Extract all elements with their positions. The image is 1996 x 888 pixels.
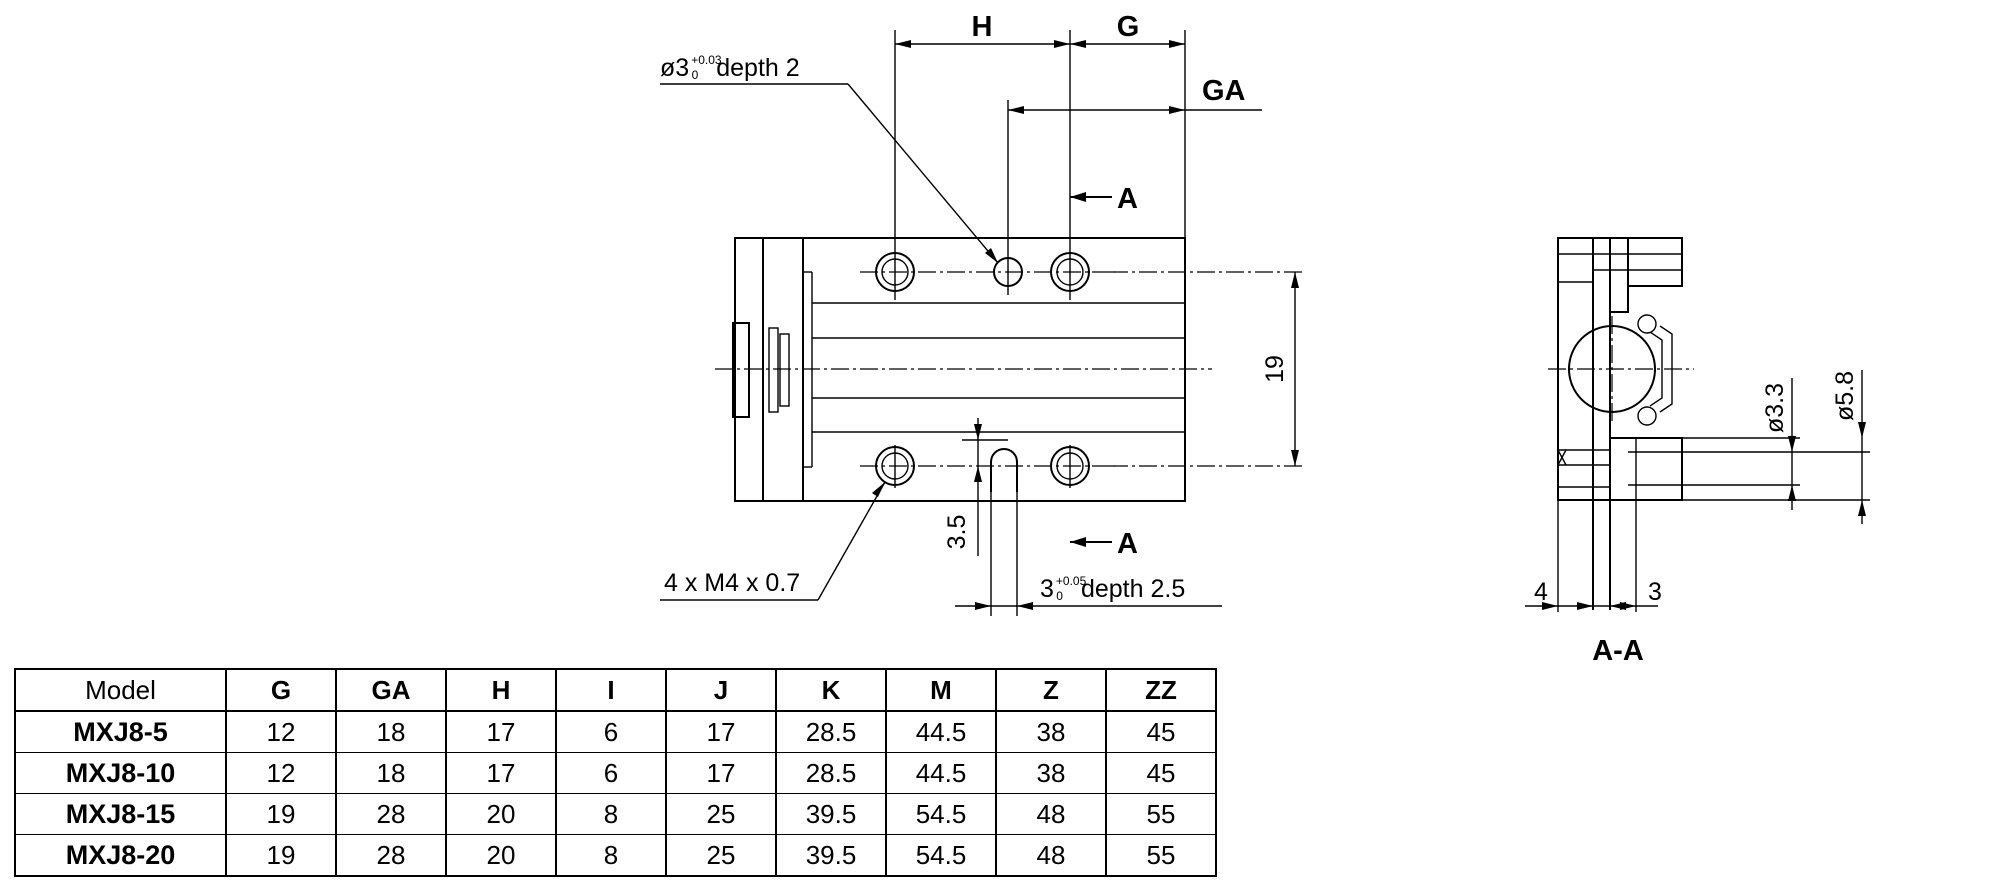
thread-callout: 4 x M4 x 0.7 (664, 569, 800, 597)
model-cell: MXJ8-20 (15, 834, 226, 876)
header-k: K (775, 669, 886, 712)
table-cell: 6 (555, 711, 666, 753)
table-cell: 18 (335, 752, 446, 794)
table-cell: 44.5 (885, 752, 996, 794)
table-cell: 18 (335, 711, 446, 753)
table-cell: 20 (445, 793, 556, 835)
header-j: J (665, 669, 776, 712)
table-row: MXJ8-10 12 18 17 6 17 28.5 44.5 38 45 (15, 752, 1216, 794)
dim-ga-label: GA (1202, 75, 1246, 107)
table-cell: 8 (555, 793, 666, 835)
table-cell: 12 (225, 752, 336, 794)
table-cell: 28 (335, 793, 446, 835)
table-cell: 12 (225, 711, 336, 753)
header-model: Model (15, 669, 226, 712)
table-cell: 39.5 (775, 834, 886, 876)
section-a-a: ø3.3 ø5.8 4 3 A-A (1525, 237, 1870, 667)
table-cell: 45 (1105, 711, 1216, 753)
table-cell: 17 (445, 711, 556, 753)
header-m: M (885, 669, 996, 712)
section-title: A-A (1592, 635, 1644, 667)
header-ga: GA (335, 669, 446, 712)
header-i: I (555, 669, 666, 712)
header-h: H (445, 669, 556, 712)
table-cell: 55 (1105, 793, 1216, 835)
pin (1637, 406, 1657, 426)
table-row: MXJ8-5 12 18 17 6 17 28.5 44.5 38 45 (15, 711, 1216, 753)
dimension-table: Model G GA H I J K M Z ZZ MXJ8-5 12 18 1… (14, 668, 1217, 877)
model-cell: MXJ8-10 (15, 752, 226, 794)
end-fitting (732, 322, 750, 418)
table-cell: 17 (665, 752, 776, 794)
section-mark-a-top: A (1117, 183, 1138, 215)
table-cell: 8 (555, 834, 666, 876)
pin (1637, 314, 1657, 334)
table-cell: 54.5 (885, 793, 996, 835)
table-row: MXJ8-15 19 28 20 8 25 39.5 54.5 48 55 (15, 793, 1216, 835)
dim-dia-5-8-label: ø5.8 (1831, 371, 1859, 421)
table-cell: 28.5 (775, 752, 886, 794)
model-cell: MXJ8-15 (15, 793, 226, 835)
table-cell: 44.5 (885, 711, 996, 753)
table-cell: 25 (665, 793, 776, 835)
table-cell: 48 (995, 834, 1106, 876)
header-g: G (225, 669, 336, 712)
table-header-row: Model G GA H I J K M Z ZZ (15, 669, 1216, 712)
dim-3-5-label: 3.5 (943, 515, 971, 550)
model-cell: MXJ8-5 (73, 716, 168, 747)
table-cell: 19 (225, 793, 336, 835)
table-cell: 28 (335, 834, 446, 876)
table-cell: 25 (665, 834, 776, 876)
table-cell: 17 (445, 752, 556, 794)
dim-dia-3-3-label: ø3.3 (1761, 383, 1789, 433)
section-mark-a-bottom: A (1117, 528, 1138, 560)
table-cell: 28.5 (775, 711, 886, 753)
dim-h-label: H (972, 11, 993, 43)
dim-4-label: 4 (1534, 578, 1548, 606)
table-cell: 39.5 (775, 793, 886, 835)
table-row: MXJ8-20 19 28 20 8 25 39.5 54.5 48 55 (15, 834, 1216, 876)
table-cell: 19 (225, 834, 336, 876)
header-zz: ZZ (1105, 669, 1216, 712)
table-cell: 48 (995, 793, 1106, 835)
table-cell: 38 (995, 711, 1106, 753)
table-cell: 38 (995, 752, 1106, 794)
table-cell: 54.5 (885, 834, 996, 876)
slot (990, 448, 1018, 492)
dim-19-label: 19 (1261, 355, 1289, 383)
dim-g-label: G (1117, 11, 1140, 43)
header-z: Z (995, 669, 1106, 712)
table-cell: 45 (1105, 752, 1216, 794)
table-cell: 55 (1105, 834, 1216, 876)
table-cell: 6 (555, 752, 666, 794)
table-cell: 17 (665, 711, 776, 753)
table-cell: 20 (445, 834, 556, 876)
dim-3-label: 3 (1648, 578, 1662, 606)
